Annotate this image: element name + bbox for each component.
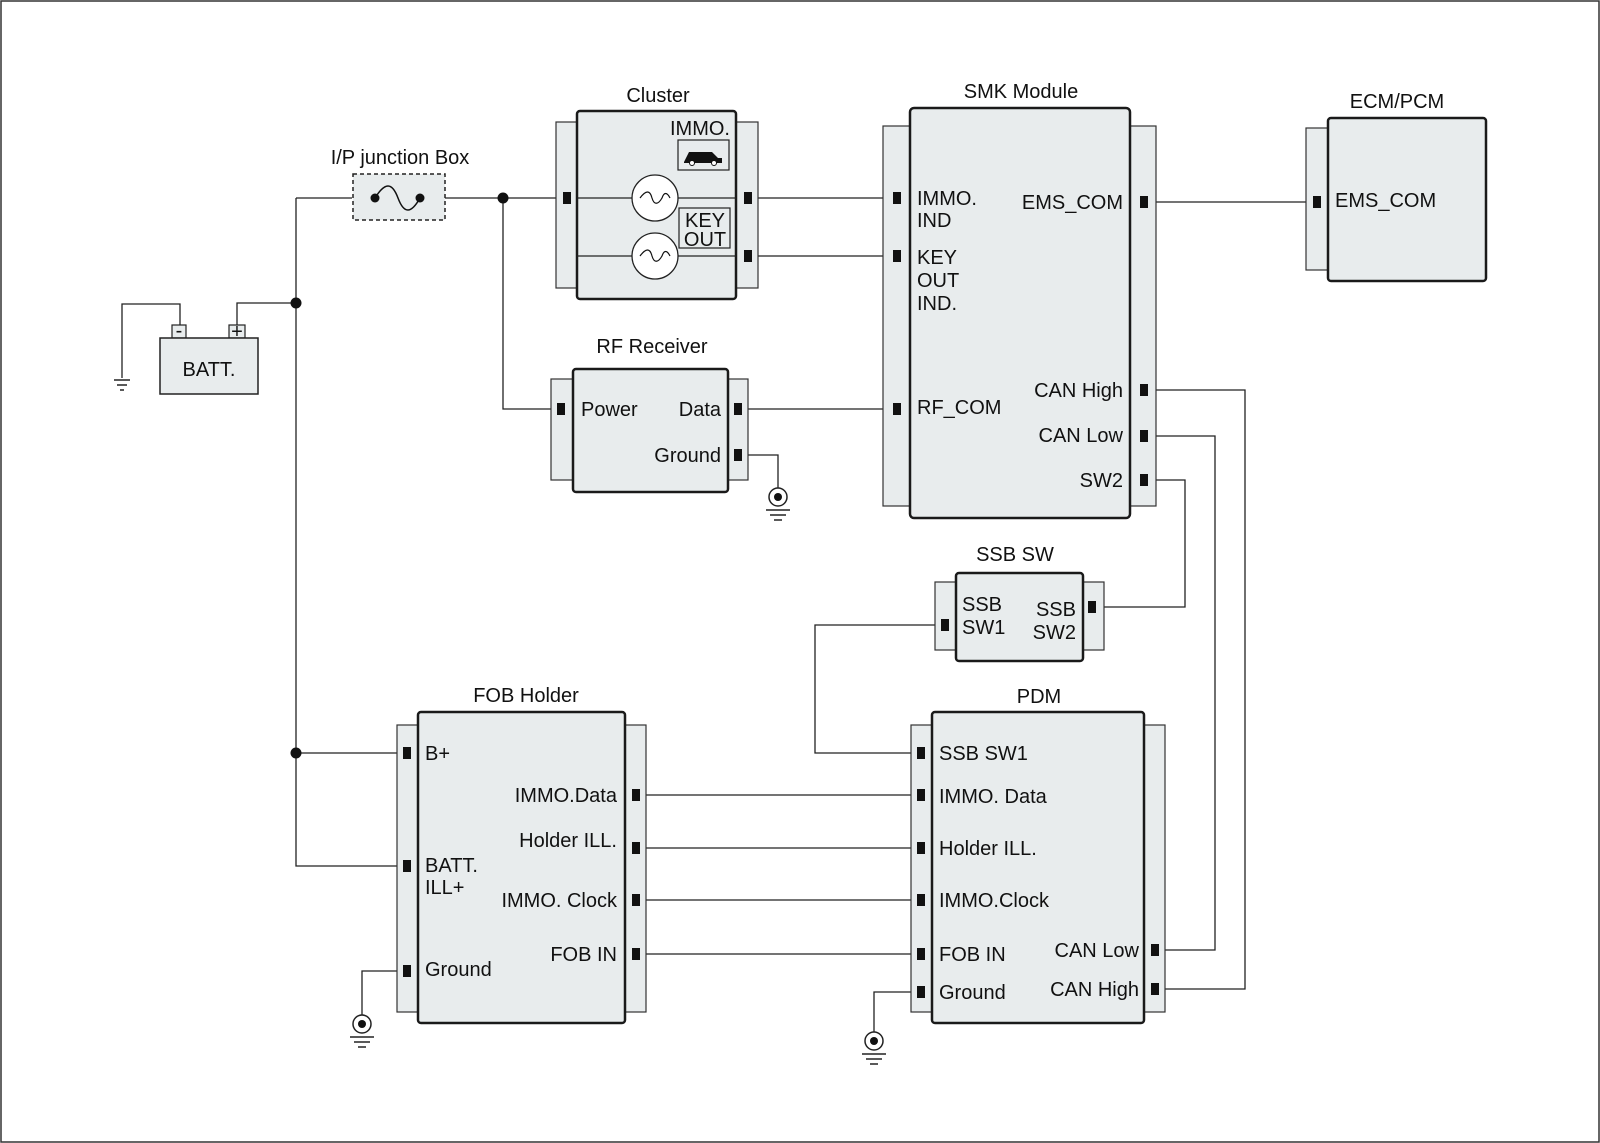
battery-icon [159,324,259,395]
battery-minus-label: - [176,320,183,342]
ssb-sw-title: SSB SW [976,544,1054,566]
smk-title: SMK Module [964,81,1079,103]
ground-icon [350,1014,374,1048]
ip-junction-box-title: I/P junction Box [331,147,470,169]
pdm-ssb-sw1-label: SSB SW1 [939,743,1028,765]
fob-ground-label: Ground [425,959,492,981]
smk-module: SMK Module IMMO. IND KEY OUT IND. RF_COM… [882,81,1157,520]
rf-ground-label: Ground [654,445,721,467]
smk-immo-ind-line2: IND [917,210,951,232]
smk-can-low-label: CAN Low [1039,425,1124,447]
cluster-key-out-line1: KEY [685,210,725,232]
ip-junction-box: I/P junction Box [331,147,470,221]
ssb-sw2-line1: SSB [1036,599,1076,621]
smk-immo-ind-line1: IMMO. [917,188,977,210]
smk-rf-com-label: RF_COM [917,397,1001,419]
pdm-title: PDM [1017,686,1061,708]
pdm-can-high-label: CAN High [1050,979,1139,1001]
pdm-holder-ill-label: Holder ILL. [939,838,1037,860]
ssb-sw1-line2: SW1 [962,617,1005,639]
ground-icon [862,1031,886,1065]
car-key-icon [677,139,730,171]
ground-icon [114,379,130,391]
battery-plus-label: + [231,321,243,343]
battery: - + BATT. [159,320,259,395]
pdm-can-low-label: CAN Low [1055,940,1140,962]
cluster-key-out-line2: OUT [684,229,726,251]
pdm-ground-label: Ground [939,982,1006,1004]
rf-receiver-module: RF Receiver Power Data Ground [550,336,749,494]
fob-immo-data-label: IMMO.Data [515,785,618,807]
pdm-immo-data-label: IMMO. Data [939,786,1048,808]
fuse-icon [370,185,425,211]
fob-b-plus-label: B+ [425,743,450,765]
cluster-module: Cluster IMMO. KEY OUT [555,85,759,301]
fob-batt-ill-line1: BATT. [425,855,478,877]
ecm-ems-com-label: EMS_COM [1335,190,1436,212]
pdm-fob-in-label: FOB IN [939,944,1006,966]
cluster-title: Cluster [626,85,690,107]
rf-receiver-title: RF Receiver [596,336,707,358]
junction-dots [290,192,509,759]
ssb-sw1-line1: SSB [962,594,1002,616]
fob-holder-module: FOB Holder B+ BATT. ILL+ Ground IMMO.Dat… [396,685,647,1025]
rf-power-label: Power [581,399,638,421]
bulb-icon [631,232,679,280]
ecm-title: ECM/PCM [1350,91,1444,113]
battery-label: BATT. [183,359,236,381]
fob-batt-ill-line2: ILL+ [425,877,464,899]
smk-key-out-ind-line3: IND. [917,293,957,315]
ssb-sw-module: SSB SW SSB SW1 SSB SW2 [934,544,1105,663]
ssb-sw2-line2: SW2 [1033,622,1076,644]
wires [121,197,1317,1032]
smk-key-out-ind-line2: OUT [917,270,959,292]
smk-sw2-label: SW2 [1080,470,1123,492]
fob-fob-in-label: FOB IN [550,944,617,966]
fob-holder-ill-label: Holder ILL. [519,830,617,852]
cluster-immo-label: IMMO. [670,118,730,140]
fob-holder-title: FOB Holder [473,685,579,707]
ground-icon [766,487,790,521]
ecm-pcm-module: ECM/PCM EMS_COM [1305,91,1488,283]
smk-key-out-ind-line1: KEY [917,247,957,269]
rf-data-label: Data [679,399,722,421]
pdm-immo-clock-label: IMMO.Clock [939,890,1050,912]
fob-immo-clock-label: IMMO. Clock [501,890,618,912]
smk-ems-com-label: EMS_COM [1022,192,1123,214]
smk-can-high-label: CAN High [1034,380,1123,402]
pdm-module: PDM SSB SW1 IMMO. Data Holder ILL. IMMO.… [910,686,1166,1025]
bulb-icon [631,174,679,222]
